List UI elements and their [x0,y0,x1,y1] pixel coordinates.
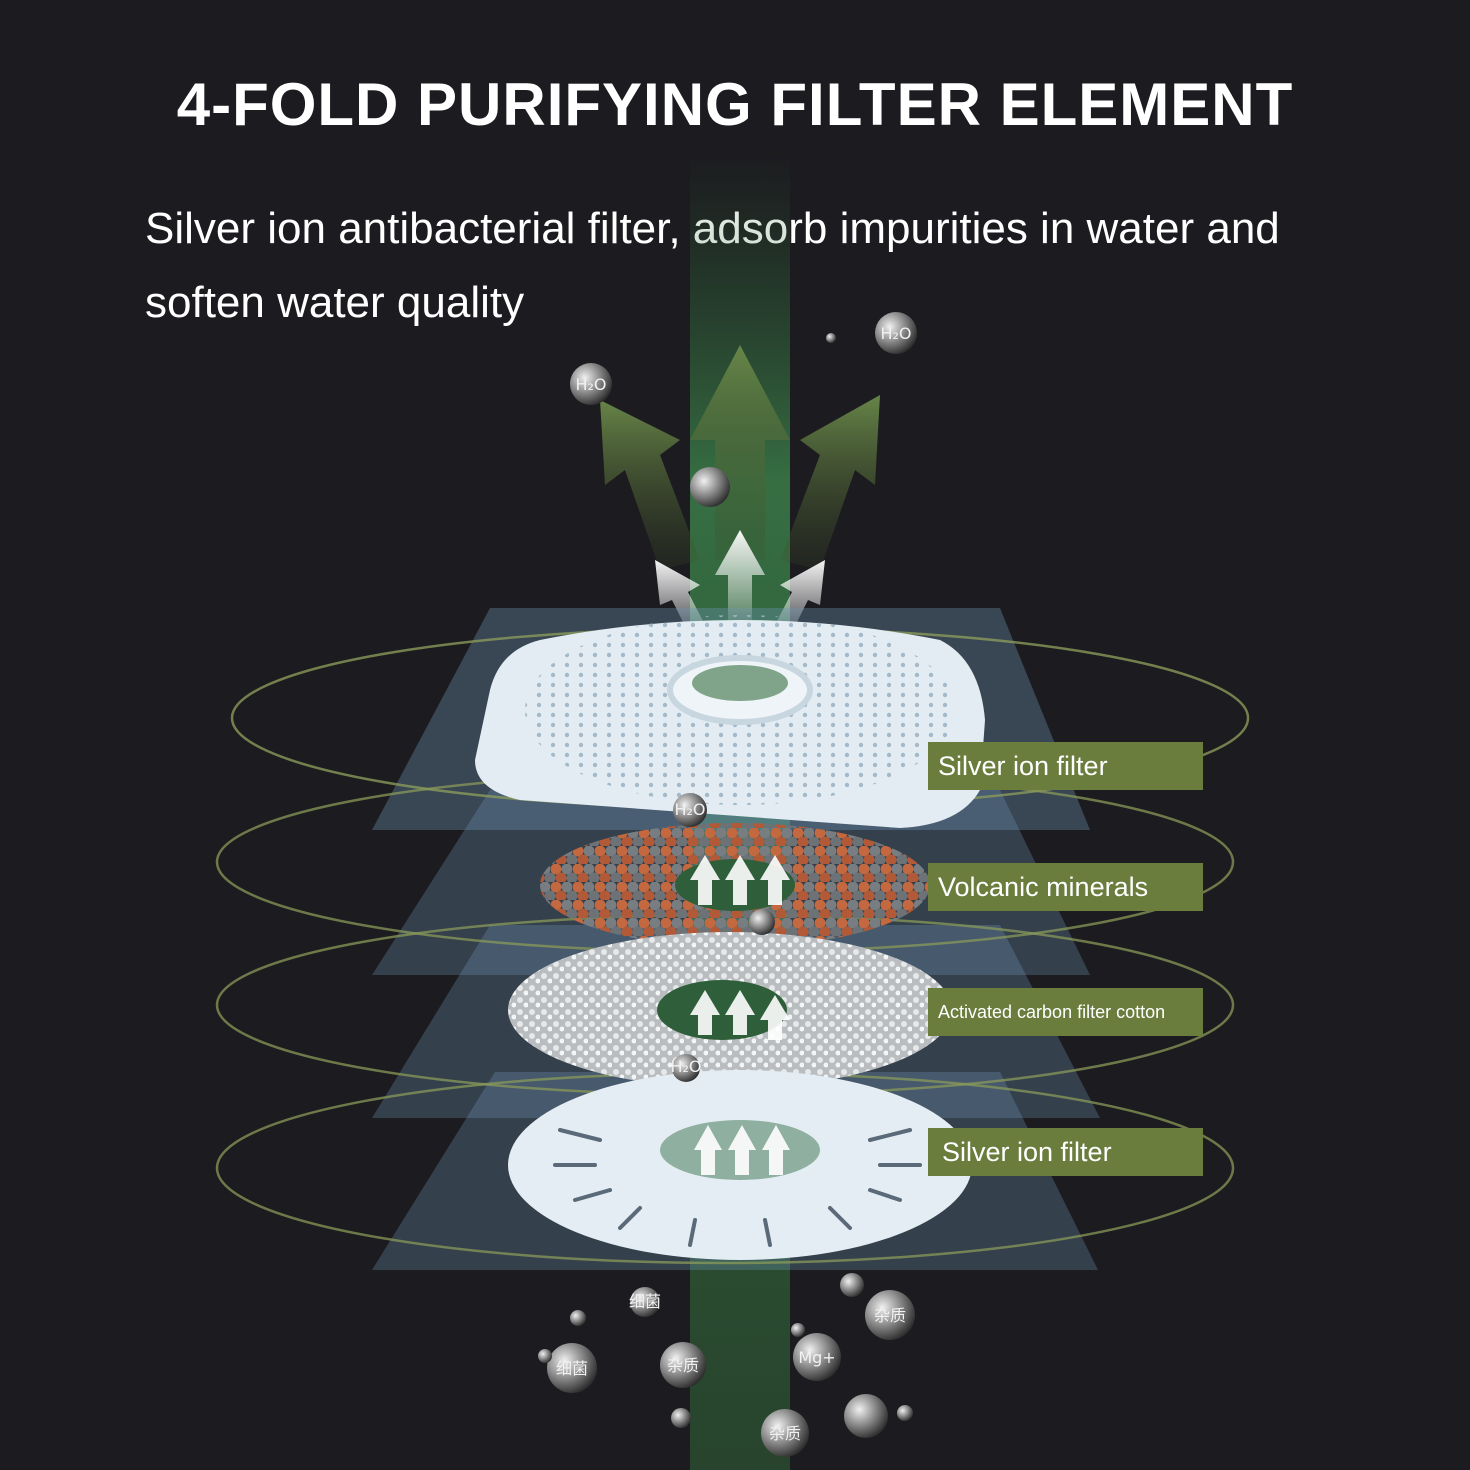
bubble-bottom-6 [671,1408,691,1428]
molecule-impurity-1: 杂质 [865,1290,915,1340]
svg-text:H₂O: H₂O [575,375,606,394]
molecule-magnesium: Mg+ [793,1333,841,1381]
molecule-impurity-2: 杂质 [660,1342,706,1388]
svg-text:H₂O: H₂O [674,800,705,819]
svg-text:细菌: 细菌 [629,1292,661,1311]
bubble-layer2 [749,909,775,935]
molecule-bacteria-1: 细菌 [629,1287,661,1317]
arrow-up-white-icon [715,530,765,620]
bubble-beam [690,467,730,507]
svg-text:H₂O: H₂O [670,1057,701,1076]
layer-label-silver-ion-top: Silver ion filter [928,742,1203,790]
svg-text:杂质: 杂质 [874,1306,906,1325]
molecule-h2o-top-left: H₂O [570,363,612,405]
arrow-upright-green-icon [780,395,880,570]
molecule-h2o-top-right: H₂O [875,312,917,354]
molecule-impurity-3: 杂质 [761,1409,809,1457]
svg-text:杂质: 杂质 [769,1424,801,1443]
bubble-bottom-3 [791,1323,805,1337]
bubble-bottom-4 [844,1394,888,1438]
molecule-h2o-low: H₂O [670,1054,702,1082]
svg-text:Mg+: Mg+ [798,1348,835,1367]
arrow-upright-white-icon [775,560,825,632]
svg-text:杂质: 杂质 [667,1356,699,1375]
arrow-upleft-white-icon [655,560,705,632]
silver-ion-filter-top [475,615,985,828]
molecule-bacteria-2: 细菌 [547,1343,597,1393]
bubble-bottom-7 [538,1349,552,1363]
page-title: 4-FOLD PURIFYING FILTER ELEMENT [176,71,1294,138]
bubble-bottom-2 [570,1310,586,1326]
bubble-bottom-1 [840,1273,864,1297]
arrow-upleft-green-icon [600,400,700,570]
arrow-group-layer3-icon [690,990,790,1040]
svg-text:H₂O: H₂O [880,324,911,343]
bubble-small [826,333,836,343]
svg-text:细菌: 细菌 [556,1359,588,1378]
molecule-h2o-mid: H₂O [673,793,707,827]
arrow-group-layer4-icon [694,1125,790,1175]
layer-label-volcanic-minerals: Volcanic minerals [928,863,1203,911]
layer-label-silver-ion-bottom: Silver ion filter [928,1128,1203,1176]
bubble-bottom-5 [897,1405,913,1421]
arrow-group-layer2-icon [690,855,790,905]
layer-label-activated-carbon: Activated carbon filter cotton [928,988,1203,1036]
